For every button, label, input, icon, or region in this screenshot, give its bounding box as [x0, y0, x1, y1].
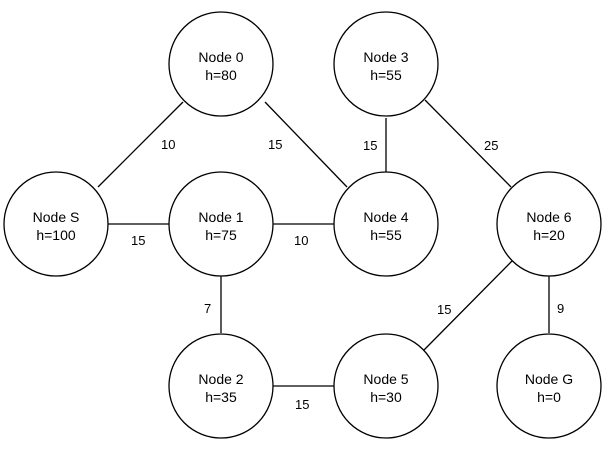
edge-weight-3-6: 25 — [484, 138, 498, 153]
node-4-h: h=55 — [370, 227, 402, 243]
edge-5-6 — [423, 260, 513, 351]
node-4-name: Node 4 — [363, 209, 408, 225]
edges-layer — [97, 99, 550, 387]
node-6-name: Node 6 — [526, 209, 571, 225]
edge-weight-1-2: 7 — [204, 301, 211, 316]
node-5: Node 5 h=30 — [333, 333, 439, 439]
edge-weight-S-1: 15 — [131, 233, 145, 248]
edge-S-0 — [97, 101, 184, 188]
node-0-name: Node 0 — [198, 49, 243, 65]
node-G-name: Node G — [525, 371, 573, 387]
node-4-circle — [333, 171, 439, 277]
node-S-h: h=100 — [36, 227, 76, 243]
nodes-layer: Node S h=100 Node 0 h=80 Node 1 h=75 Nod… — [3, 11, 602, 439]
node-3: Node 3 h=55 — [333, 11, 439, 117]
node-S-name: Node S — [33, 209, 80, 225]
edge-3-6 — [424, 99, 512, 188]
node-0: Node 0 h=80 — [168, 11, 274, 117]
node-1-circle — [168, 171, 274, 277]
node-4: Node 4 h=55 — [333, 171, 439, 277]
node-S: Node S h=100 — [3, 171, 109, 277]
edge-weight-6-G: 9 — [557, 301, 564, 316]
node-S-circle — [3, 171, 109, 277]
node-2: Node 2 h=35 — [168, 333, 274, 439]
node-G-h: h=0 — [537, 389, 561, 405]
edge-weight-0-4: 15 — [268, 137, 282, 152]
node-G-circle — [496, 333, 602, 439]
node-5-h: h=30 — [370, 389, 402, 405]
node-2-h: h=35 — [205, 389, 237, 405]
edge-weight-1-4: 10 — [294, 233, 308, 248]
node-3-h: h=55 — [370, 67, 402, 83]
node-0-circle — [168, 11, 274, 117]
edge-weight-S-0: 10 — [161, 137, 175, 152]
node-5-circle — [333, 333, 439, 439]
edge-0-4 — [264, 101, 348, 188]
edge-weight-2-5: 15 — [295, 397, 309, 412]
edge-weight-5-6: 15 — [437, 302, 451, 317]
edge-labels-layer: 10 15 15 10 7 15 15 25 15 9 — [131, 137, 564, 412]
node-2-circle — [168, 333, 274, 439]
node-3-circle — [333, 11, 439, 117]
node-0-h: h=80 — [205, 67, 237, 83]
node-6-circle — [496, 171, 602, 277]
node-1-h: h=75 — [205, 227, 237, 243]
node-6: Node 6 h=20 — [496, 171, 602, 277]
node-6-h: h=20 — [533, 227, 565, 243]
node-5-name: Node 5 — [363, 371, 408, 387]
node-3-name: Node 3 — [363, 49, 408, 65]
edge-weight-3-4: 15 — [363, 138, 377, 153]
node-2-name: Node 2 — [198, 371, 243, 387]
node-1: Node 1 h=75 — [168, 171, 274, 277]
node-G: Node G h=0 — [496, 333, 602, 439]
node-1-name: Node 1 — [198, 209, 243, 225]
